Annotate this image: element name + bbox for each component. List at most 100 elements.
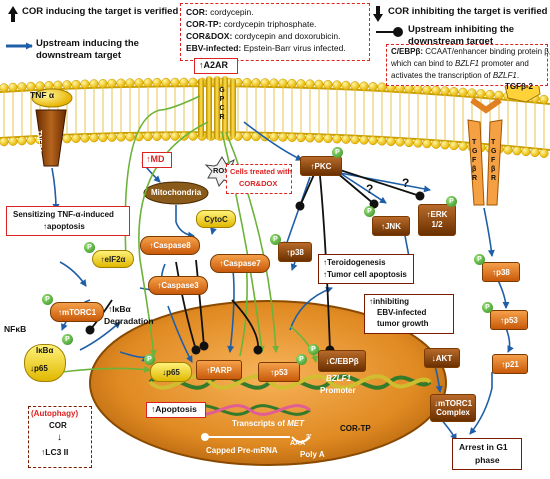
- tnfr1-receptor: [31, 88, 73, 167]
- caspase3-label: Caspase3: [161, 281, 199, 290]
- cebp-line2c: promoter and: [479, 59, 529, 68]
- cells-treated-box: Cells treated with COR&DOX: [226, 164, 292, 194]
- gpcr-label: G P C R: [219, 87, 225, 121]
- cebp-nucleus-node: ↓C/EBPβ: [318, 350, 366, 372]
- cordox-definition: cordycepin and doxorubicin.: [234, 31, 341, 41]
- mitochondria-shape: [143, 181, 209, 205]
- ebv-inhibit-line2: EBV-infected: [377, 308, 427, 317]
- phospho-badge: P: [364, 206, 375, 217]
- legend-cor-inhibiting: COR inhibiting the target is verified: [388, 6, 548, 17]
- akt-label: AKT: [435, 353, 453, 363]
- caspase8-node: ↑Caspase8: [140, 236, 200, 255]
- mtorc1-right-sublabel: Complex: [436, 408, 470, 417]
- capped-premrna-label: Capped Pre-mRNA: [206, 446, 278, 455]
- jnk-node: ↑JNK: [372, 216, 410, 236]
- question-mark-2: ?: [402, 176, 410, 190]
- md-label: MD: [150, 154, 165, 164]
- phospho-badge: P: [270, 234, 281, 245]
- cells-treated-line1: Cells treated with: [230, 167, 293, 176]
- cebp-line2b: BZLF1: [455, 59, 480, 68]
- p65-left-node: [24, 344, 66, 382]
- a2ar-label: A2AR: [203, 60, 229, 70]
- cor-term: COR:: [186, 7, 208, 17]
- p53-right-label: p53: [504, 315, 518, 325]
- tnf-label: TNF α: [30, 90, 55, 100]
- p21-label: p21: [505, 359, 519, 369]
- cebp-line1: CCAAT/enhancer binding protein β,: [425, 47, 550, 56]
- ebv-definition: Epstein-Barr virus infected.: [243, 43, 346, 53]
- phospho-badge: P: [62, 334, 73, 345]
- apoptosis-box: ↑Apoptosis: [146, 402, 206, 418]
- ikba-degradation-line2: Degradation: [104, 316, 154, 326]
- legend-cor-inducing: COR inducing the target is verified: [22, 6, 179, 17]
- tumor-apoptosis-label: Tumor cell apoptosis: [327, 270, 407, 279]
- abbreviation-box: COR: cordycepin. COR-TP: cordycepin trip…: [180, 3, 370, 61]
- mtorc1-left-node: ↑mTORC1: [50, 302, 104, 322]
- parp-node: ↑PARP: [196, 360, 242, 380]
- aaa-label: AAA: [290, 440, 306, 447]
- caspase8-label: Caspase8: [153, 241, 191, 250]
- phospho-badge: P: [446, 196, 457, 207]
- caspase7-node: ↑Caspase7: [210, 254, 270, 273]
- caspase3-node: ↑Caspase3: [148, 276, 208, 295]
- cell-membrane: [0, 77, 550, 158]
- jnk-label: JNK: [384, 221, 401, 231]
- tgfbr-right-label: T G F β R: [491, 139, 497, 182]
- autophagy-label: (Autophagy): [31, 409, 79, 418]
- cebp-line3a: activates the transcription of: [391, 71, 493, 80]
- p38-mid-label: p38: [290, 247, 304, 257]
- teroidogenesis-label: Teroidogenesis: [327, 258, 386, 267]
- pkc-label: PKC: [314, 161, 332, 171]
- tgf-label: TGFβ-2: [505, 82, 533, 91]
- legend-icons: [6, 6, 403, 50]
- polya-label: Poly A: [300, 450, 325, 459]
- akt-node: ↓AKT: [424, 348, 460, 368]
- tnf-apoptosis-line1: Sensitizing TNF-α-induced: [13, 210, 114, 219]
- p65-left-text: p65: [34, 364, 48, 373]
- cortp-term: COR-TP:: [186, 19, 222, 29]
- apoptosis-label: Apoptosis: [155, 404, 197, 414]
- met-gene: MET: [287, 419, 305, 428]
- eif2a-label: eIF2α: [104, 254, 126, 264]
- ros-label: ROS: [213, 166, 230, 175]
- cortp-definition: cordycepin triphosphate.: [223, 19, 317, 29]
- arrest-box: Arrest in G1 phase: [452, 438, 522, 470]
- md-box: ↑MD: [142, 152, 172, 168]
- parp-label: PARP: [210, 365, 232, 375]
- teroidogenesis-box: ↑Teroidogenesis ↑Tumor cell apoptosis: [318, 254, 414, 284]
- phospho-badge: P: [332, 147, 343, 158]
- tnf-apoptosis-line2: apoptosis: [47, 222, 85, 231]
- bzlf1-label: BZLF1: [326, 374, 351, 383]
- three-prime-label: 3': [306, 434, 312, 441]
- arrest-line2: phase: [475, 455, 500, 465]
- cytoc-node: CytoC: [196, 210, 236, 228]
- p65-left-label: ↓p65: [30, 364, 48, 373]
- pkc-node: ↑PKC: [300, 156, 342, 176]
- promoter-label: Promoter: [320, 386, 356, 395]
- ebv-inhibit-box: ↑inhibiting EBV-infected tumor growth: [364, 294, 454, 334]
- cortp-label: COR-TP: [340, 424, 371, 433]
- cordox-term: COR&DOX:: [186, 31, 233, 41]
- eif2a-node: ↑eIF2α: [92, 250, 134, 268]
- tnfr1-label: TNFR1: [35, 130, 42, 153]
- mitochondria-label: Mitochondria: [151, 188, 202, 197]
- cebp-nucleus-label: C/EBPβ: [329, 356, 359, 366]
- erk-label: ERK: [430, 210, 448, 219]
- cebp-line3b: BZLF1: [492, 71, 517, 80]
- phospho-badge: P: [84, 242, 95, 253]
- lc3-label: LC3 II: [45, 447, 69, 457]
- ikba-degradation-line1: ↑IκBα: [108, 304, 131, 314]
- p21-node: ↑p21: [492, 354, 528, 374]
- ikba-label: IκBα: [36, 346, 54, 355]
- ebv-inhibit-line3: tumor growth: [377, 319, 429, 328]
- p38-right-node: ↑p38: [482, 262, 520, 282]
- arrest-line1: Arrest in G1: [459, 442, 508, 452]
- phospho-badge: P: [296, 354, 307, 365]
- cebp-note-box: C/EBPβ: CCAAT/enhancer binding protein β…: [386, 44, 550, 86]
- mtorc1-left-label: mTORC1: [61, 307, 97, 317]
- tgfbr-left-label: T G F β R: [472, 139, 478, 182]
- p65-nucleus-label: p65: [166, 367, 180, 377]
